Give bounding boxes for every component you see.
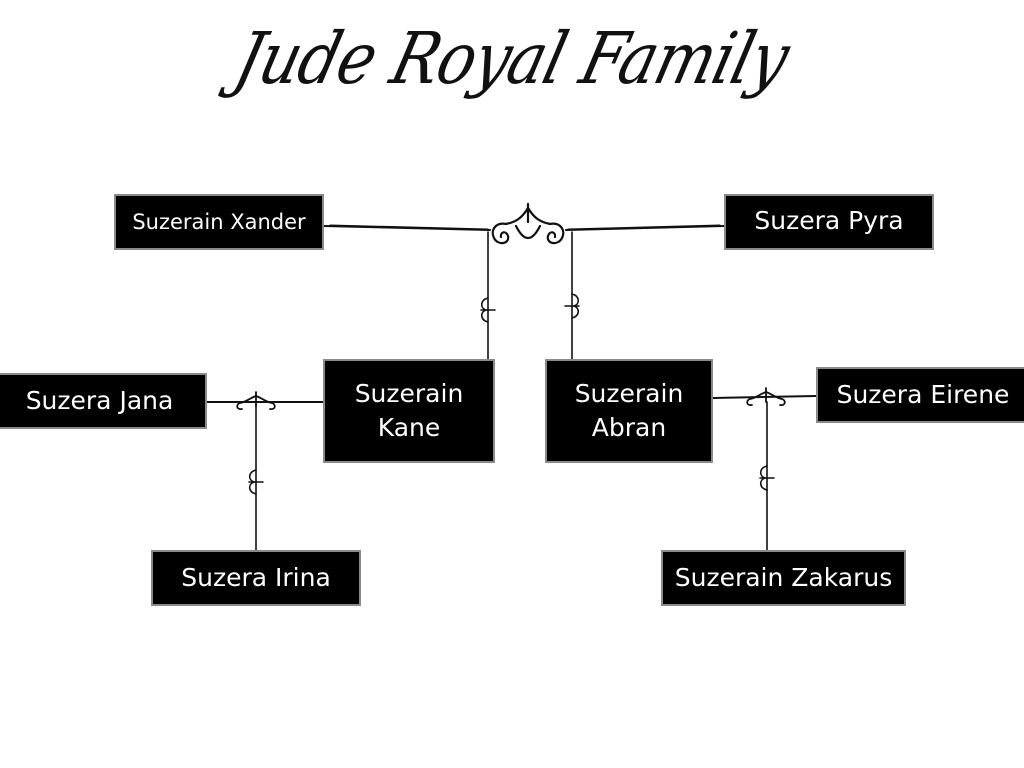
member-node-pyra: Suzera Pyra [724,194,934,250]
member-node-kane: Suzerain Kane [323,359,495,463]
flourish-ornament-top [491,202,565,245]
flourish-ornament-left [236,391,276,410]
member-node-zakarus: Suzerain Zakarus [661,550,906,606]
member-node-xander: Suzerain Xander [114,194,324,250]
marriage-line-xander-pyra [323,225,491,231]
member-node-jana: Suzera Jana [0,373,207,429]
member-node-irina: Suzera Irina [151,550,361,606]
marriage-line-xander-pyra-shadow [329,224,489,230]
flourish-ornament-right [746,387,786,406]
member-node-eirene: Suzera Eirene [816,367,1024,423]
flourish-ornament-left-lower [248,469,264,495]
marriage-line-abran-eirene [712,395,817,399]
marriage-line-pyra-xander [565,225,725,231]
member-node-abran: Suzerain Abran [545,359,713,463]
flourish-ornament-right-drop [564,293,580,319]
flourish-ornament-left-drop [480,297,496,323]
marriage-line-pyra-xander-shadow [567,224,721,230]
flourish-ornament-right-lower [759,465,775,491]
